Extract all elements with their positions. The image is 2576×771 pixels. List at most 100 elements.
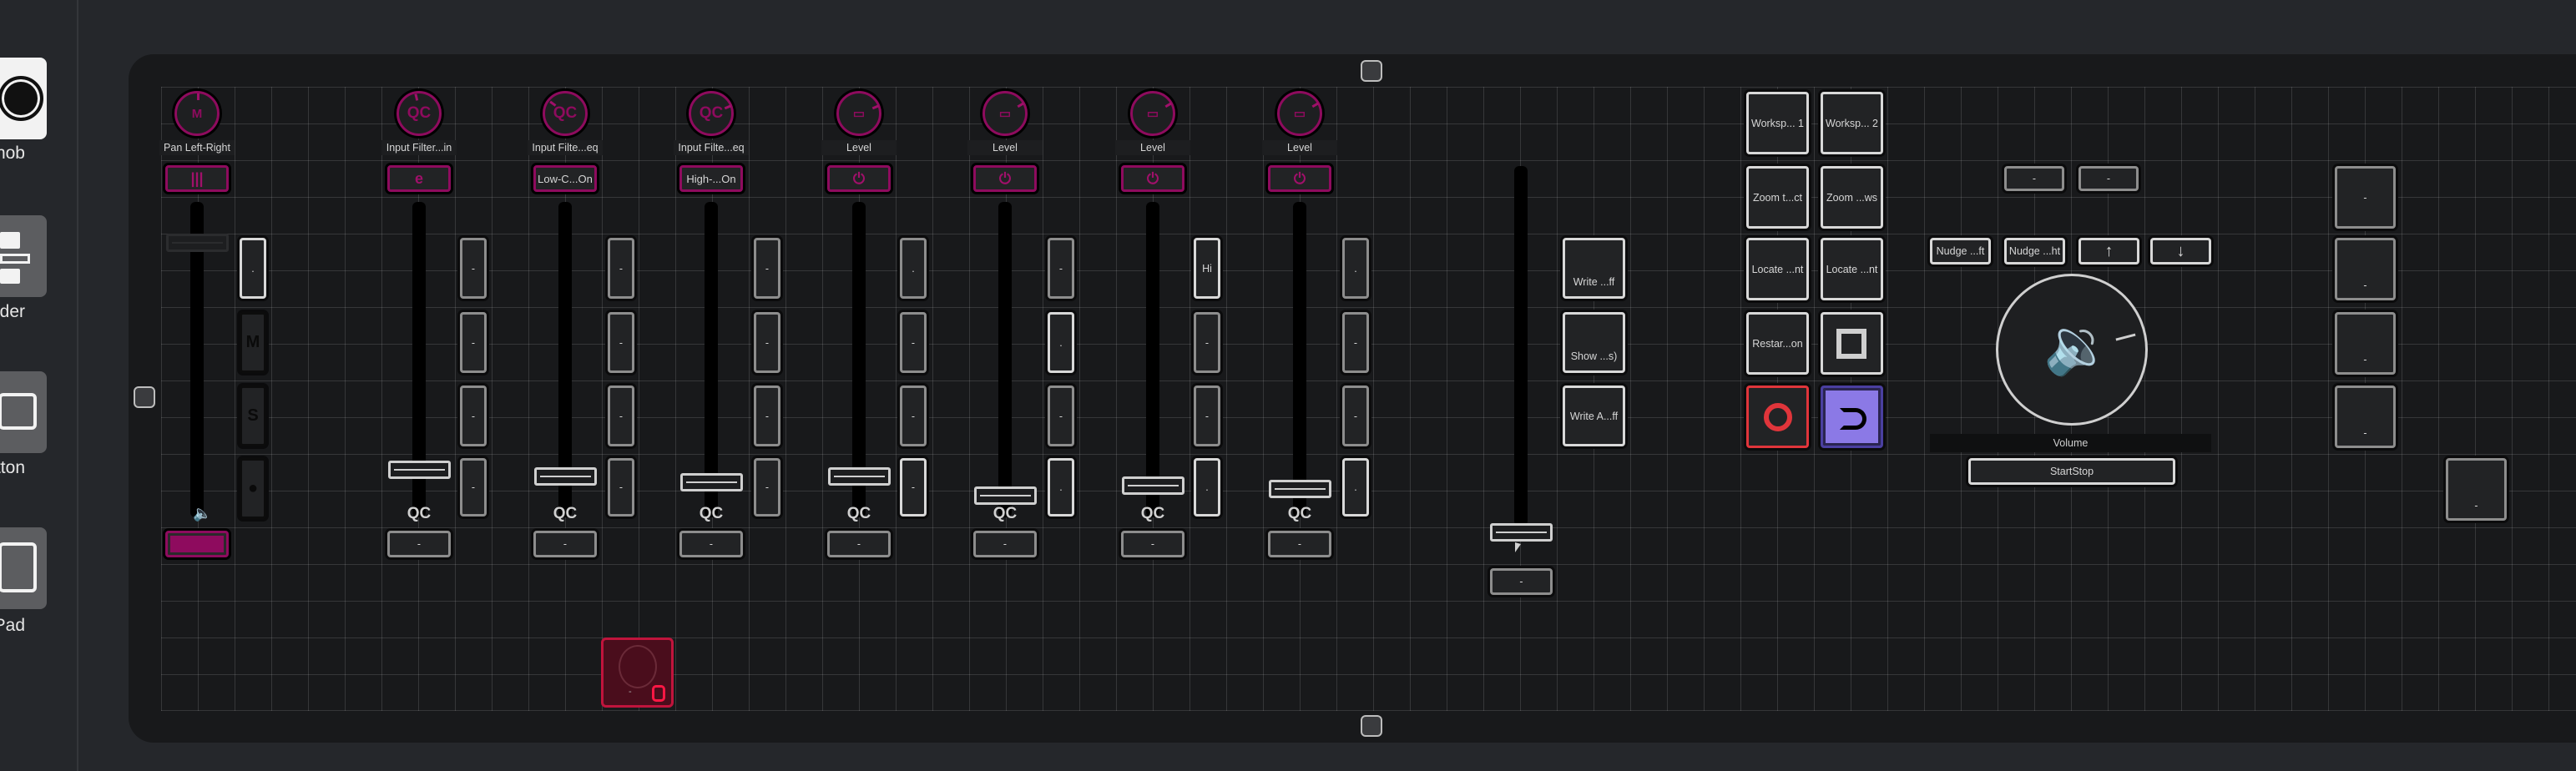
channel-toggle-button[interactable]: ||| — [165, 165, 229, 192]
resize-handle-left[interactable] — [134, 386, 155, 408]
palette-knob[interactable] — [0, 58, 47, 139]
transport-button[interactable]: Worksp... 2 — [1821, 92, 1883, 154]
palette-slider[interactable] — [0, 215, 47, 297]
side-button[interactable]: - — [1342, 312, 1369, 373]
channel-bottom-button[interactable]: - — [973, 531, 1037, 557]
startstop-button[interactable]: StartStop — [1968, 458, 2175, 485]
channel-knob[interactable]: QC — [543, 91, 588, 136]
channel-toggle-button[interactable]: ⏻ — [1268, 165, 1331, 192]
channel-knob[interactable]: QC — [689, 91, 734, 136]
channel-bottom-button[interactable]: - — [533, 531, 597, 557]
transport-button[interactable]: Locate ...nt — [1821, 238, 1883, 300]
master-fader-handle[interactable] — [1490, 523, 1553, 542]
side-button[interactable]: - — [460, 312, 487, 373]
side-button[interactable]: - — [1342, 386, 1369, 446]
channel-toggle-button[interactable]: High-...On — [679, 165, 743, 192]
palette-pad[interactable] — [0, 527, 47, 609]
side-button[interactable]: . — [240, 238, 266, 299]
side-button[interactable]: - — [754, 312, 780, 373]
side-button[interactable]: - — [608, 458, 634, 517]
side-button[interactable]: ● — [240, 458, 266, 519]
channel-toggle-button[interactable]: ⏻ — [827, 165, 891, 192]
side-button[interactable]: - — [754, 458, 780, 517]
side-button[interactable]: . — [1048, 312, 1074, 373]
side-button[interactable]: Hi — [1194, 238, 1220, 299]
automation-button[interactable]: Write ...ff — [1563, 238, 1625, 299]
transport-button[interactable]: Zoom ...ws — [1821, 166, 1883, 229]
small-button[interactable]: - — [2004, 166, 2064, 191]
side-button[interactable]: - — [900, 458, 927, 517]
side-button[interactable]: . — [1194, 458, 1220, 517]
channel-bottom-button[interactable]: - — [387, 531, 451, 557]
side-button[interactable]: - — [608, 386, 634, 446]
side-button[interactable]: - — [754, 238, 780, 299]
palette-button[interactable] — [0, 371, 47, 453]
channel-toggle-button[interactable]: Low-C...On — [533, 165, 597, 192]
stop-button[interactable] — [1821, 312, 1883, 375]
side-button[interactable]: S — [240, 386, 266, 446]
side-button[interactable]: - — [460, 238, 487, 299]
cycle-button[interactable] — [1821, 386, 1883, 448]
side-button[interactable]: - — [608, 312, 634, 373]
xy-pad[interactable]: - — [601, 637, 674, 708]
fader-handle[interactable] — [388, 461, 451, 480]
resize-handle-top[interactable] — [1361, 60, 1382, 82]
side-button[interactable]: - — [608, 238, 634, 299]
channel-bottom-button[interactable]: - — [679, 531, 743, 557]
fader-handle[interactable] — [166, 234, 229, 253]
small-button[interactable]: - — [2078, 166, 2139, 191]
side-button[interactable]: . — [900, 238, 927, 299]
channel-knob[interactable]: M — [174, 91, 220, 136]
channel-bottom-button[interactable]: - — [827, 531, 891, 557]
channel-toggle-button[interactable]: ⏻ — [1121, 165, 1184, 192]
side-button[interactable]: - — [1194, 312, 1220, 373]
side-button[interactable]: - — [1048, 238, 1074, 299]
master-bottom-button[interactable]: - — [1490, 568, 1553, 595]
channel-bottom-button[interactable]: - — [1268, 531, 1331, 557]
fader-handle[interactable] — [828, 466, 891, 486]
fader-handle[interactable] — [974, 486, 1037, 505]
channel-knob[interactable]: ▭ — [1130, 91, 1175, 136]
channel-select-button[interactable]: 🔈 — [165, 505, 229, 557]
nudge-button[interactable]: Nudge ...ft — [1930, 238, 1991, 265]
channel-knob[interactable]: ▭ — [982, 91, 1028, 136]
right-button[interactable]: - — [2335, 238, 2396, 300]
side-button[interactable]: - — [900, 312, 927, 373]
channel-knob[interactable]: ▭ — [836, 91, 881, 136]
nudge-button[interactable]: Nudge ...ht — [2004, 238, 2065, 265]
side-button[interactable]: - — [460, 458, 487, 517]
record-button[interactable] — [1746, 386, 1809, 448]
fader-handle[interactable] — [1122, 476, 1184, 496]
side-button[interactable]: - — [900, 386, 927, 446]
automation-button[interactable]: Show ...s) — [1563, 312, 1625, 373]
transport-button[interactable]: Worksp... 1 — [1746, 92, 1809, 154]
channel-toggle-button[interactable]: ⏻ — [973, 165, 1037, 192]
resize-handle-bottom[interactable] — [1361, 715, 1382, 737]
side-button[interactable]: - — [1048, 386, 1074, 446]
arrow-down-button[interactable]: ↓ — [2150, 238, 2211, 265]
channel-knob[interactable]: ▭ — [1277, 91, 1322, 136]
side-button[interactable]: - — [754, 386, 780, 446]
arrow-up-button[interactable]: ↑ — [2078, 238, 2139, 265]
fader-handle[interactable] — [680, 473, 743, 492]
right-button[interactable]: - — [2335, 166, 2396, 229]
automation-button[interactable]: Write A...ff — [1563, 386, 1625, 446]
fader-handle[interactable] — [534, 466, 597, 486]
volume-knob[interactable]: 🔉 — [1996, 274, 2148, 426]
channel-bottom-button[interactable]: - — [1121, 531, 1184, 557]
side-button[interactable]: M — [240, 312, 266, 373]
right-button[interactable]: - — [2335, 386, 2396, 448]
right-button[interactable]: - — [2335, 312, 2396, 375]
side-button[interactable]: - — [460, 386, 487, 446]
side-button[interactable]: . — [1342, 458, 1369, 517]
channel-knob[interactable]: QC — [397, 91, 442, 136]
side-button[interactable]: - — [1194, 386, 1220, 446]
transport-button[interactable]: Zoom t...ct — [1746, 166, 1809, 229]
corner-button[interactable]: - — [2446, 458, 2507, 521]
fader-handle[interactable] — [1269, 479, 1331, 498]
channel-toggle-button[interactable]: e — [387, 165, 451, 192]
side-button[interactable]: . — [1342, 238, 1369, 299]
transport-button[interactable]: Restar...on — [1746, 312, 1809, 375]
transport-button[interactable]: Locate ...nt — [1746, 238, 1809, 300]
side-button[interactable]: . — [1048, 458, 1074, 517]
